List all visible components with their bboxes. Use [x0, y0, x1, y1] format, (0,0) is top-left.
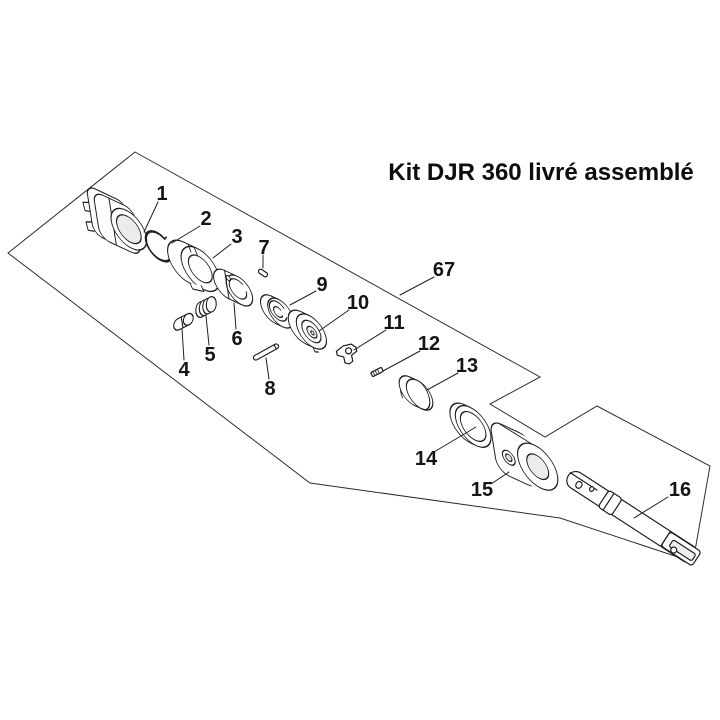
- part-label-16: 16: [669, 479, 691, 501]
- part-label-9: 9: [316, 274, 327, 296]
- part-leader-14: [433, 426, 477, 453]
- part-leader-1: [143, 201, 159, 233]
- part-label-5: 5: [204, 344, 215, 366]
- part-1-drawing: [82, 187, 148, 254]
- parts-layer: [82, 187, 701, 566]
- part-leader-16: [633, 496, 669, 519]
- part-12-drawing: [370, 366, 384, 378]
- part-label-2: 2: [200, 208, 211, 230]
- part-label-1: 1: [156, 183, 167, 205]
- part-label-14: 14: [415, 448, 438, 470]
- part-leader-67: [399, 276, 435, 296]
- part-leader-4: [181, 328, 185, 361]
- part-leader-12: [382, 350, 421, 372]
- part-label-7: 7: [258, 237, 269, 259]
- part-14-drawing: [449, 402, 492, 448]
- part-leader-15: [490, 471, 510, 485]
- part-8-drawing: [252, 343, 280, 361]
- part-11-drawing: [335, 343, 358, 365]
- part-3-drawing: [167, 239, 221, 293]
- part-leader-6: [233, 302, 237, 330]
- part-leader-9: [289, 290, 317, 306]
- part-13-drawing: [398, 375, 434, 411]
- part-label-8: 8: [264, 378, 275, 400]
- part-leader-13: [426, 372, 459, 391]
- part-16-drawing: [566, 470, 701, 566]
- part-label-15: 15: [471, 479, 493, 501]
- part-4-drawing: [173, 312, 194, 331]
- part-7-drawing: [257, 268, 269, 278]
- part-leader-5: [205, 315, 210, 346]
- part-15-drawing: [490, 422, 559, 491]
- part-label-3: 3: [231, 226, 242, 248]
- part-label-4: 4: [178, 359, 190, 381]
- part-leader-2: [171, 225, 201, 244]
- part-label-11: 11: [383, 312, 404, 334]
- part-label-12: 12: [418, 333, 440, 355]
- part-leader-8: [265, 357, 270, 380]
- part-label-6: 6: [231, 328, 242, 350]
- part-label-10: 10: [347, 292, 369, 314]
- part-6-drawing: [213, 268, 254, 307]
- part-9-drawing: [259, 294, 294, 329]
- part-leader-11: [353, 329, 387, 351]
- part-label-13: 13: [456, 355, 478, 377]
- part-label-67: 67: [433, 259, 455, 281]
- part-10-drawing: [287, 309, 328, 353]
- diagram-title: Kit DJR 360 livré assemblé: [388, 159, 694, 186]
- part-leader-10: [318, 309, 350, 332]
- part-leader-3: [212, 243, 232, 259]
- part-5-drawing: [195, 295, 217, 319]
- kit-boundary-outline: [7, 151, 711, 563]
